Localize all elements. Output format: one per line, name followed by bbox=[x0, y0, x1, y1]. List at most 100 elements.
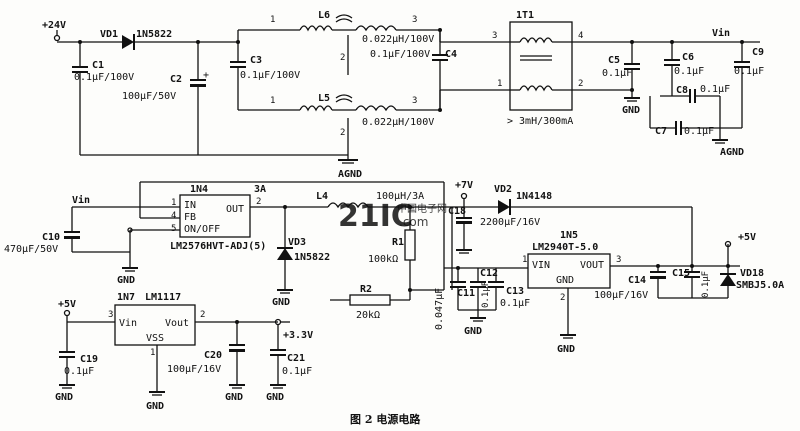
c15-ref: C15 bbox=[672, 268, 690, 279]
l6-pin1: 1 bbox=[270, 15, 275, 25]
c18-value: 2200μF/16V bbox=[480, 217, 540, 228]
lm2576-part: LM2576HVT-ADJ(5) bbox=[170, 241, 266, 252]
c12-value: 0.1μF bbox=[481, 281, 491, 308]
v5-terminal-left bbox=[63, 309, 71, 317]
lm2576-pin2: 2 bbox=[256, 197, 261, 207]
l4-value: 100μH/3A bbox=[376, 191, 424, 202]
vin-left-label: Vin bbox=[72, 194, 90, 206]
c7-value: 0.1μF bbox=[684, 126, 714, 137]
v7-label: +7V bbox=[455, 180, 473, 191]
lm2940-vin: VIN bbox=[532, 260, 550, 271]
lm2940-section: 1 C11 0.047μF C12 0.1μF C13 0.1μF GND 1N… bbox=[434, 207, 784, 355]
lm2576-fb: FB bbox=[184, 212, 196, 223]
c1-ref: C1 bbox=[92, 60, 104, 71]
lm2576-out: OUT bbox=[226, 204, 244, 215]
c19-ref: C19 bbox=[80, 354, 98, 365]
lm2576-pin4: 4 bbox=[171, 211, 176, 221]
c8-value: 0.1μF bbox=[700, 84, 730, 95]
vd2-part: 1N4148 bbox=[516, 191, 552, 202]
vd1-part: 1N5822 bbox=[136, 29, 172, 40]
lm2576-section: Vin C10 470μF/50V GND 1N4 IN OUT FB ON/O… bbox=[4, 180, 692, 321]
lm2940-vout: VOUT bbox=[580, 260, 604, 271]
lm2940-gnd: GND bbox=[556, 275, 574, 286]
l5-pin2: 2 bbox=[340, 128, 345, 138]
c3-value: 0.1μF/100V bbox=[240, 70, 300, 81]
l5-ref: L5 bbox=[318, 93, 330, 104]
gnd-vd3-label: GND bbox=[272, 297, 290, 308]
l6-pin3: 3 bbox=[412, 15, 417, 25]
l6-ref: L6 bbox=[318, 10, 330, 21]
lm1117-section: +5V 3 C19 0.1μF GND 1N7 LM1117 Vin Vout … bbox=[55, 292, 313, 412]
lm2940-pin1: 1 bbox=[522, 255, 527, 265]
c20-value: 100μF/16V bbox=[167, 364, 221, 375]
lm2576-pin5: 5 bbox=[171, 224, 176, 234]
watermark-sub: .com bbox=[399, 215, 428, 229]
agnd-mid-label: AGND bbox=[338, 169, 362, 180]
c2-value: 100μF/50V bbox=[122, 91, 176, 102]
lm2576-pin1: 1 bbox=[171, 198, 176, 208]
l4-inductor bbox=[327, 202, 369, 209]
vd1-diode bbox=[122, 34, 135, 50]
r1-ref: R1 bbox=[392, 237, 404, 248]
l6-value: 0.022μH/100V bbox=[362, 34, 434, 45]
c2-ref: C2 bbox=[170, 74, 182, 85]
r2-resistor bbox=[349, 294, 391, 306]
lm2940-box bbox=[527, 253, 611, 289]
gnd-lm2940-label: GND bbox=[557, 344, 575, 355]
c6-ref: C6 bbox=[682, 52, 694, 63]
input-filter-section: +24V VD1 1N5822 C1 0.1μF/100V + C2 100μF… bbox=[42, 10, 764, 180]
c8-ref: C8 bbox=[676, 85, 688, 96]
c1-value: 0.1μF/100V bbox=[74, 72, 134, 83]
c18-ref: C18 bbox=[448, 206, 466, 217]
agnd-right-label: AGND bbox=[720, 147, 744, 158]
lm1117-vout: Vout bbox=[165, 318, 189, 329]
lm1117-vin: Vin bbox=[119, 318, 137, 329]
c4-ref: C4 bbox=[445, 49, 457, 60]
lm1117-part: LM1117 bbox=[145, 292, 181, 303]
t1-pin1: 1 bbox=[497, 79, 502, 89]
l4-ref: L4 bbox=[316, 191, 328, 202]
c11-ref: C11 bbox=[457, 288, 475, 299]
lm1117-vss: VSS bbox=[146, 333, 164, 344]
t1-box bbox=[509, 21, 573, 111]
gnd-c11-label: GND bbox=[464, 326, 482, 337]
v7-terminal bbox=[460, 192, 468, 200]
r2-ref: R2 bbox=[360, 284, 372, 295]
vd1-ref: VD1 bbox=[100, 29, 118, 40]
l6-pin2: 2 bbox=[340, 53, 345, 63]
lm2576-ref: 1N4 bbox=[190, 184, 208, 195]
lm1117-pin2: 2 bbox=[200, 310, 205, 320]
c10-value: 470μF/50V bbox=[4, 244, 58, 255]
c6-value: 0.1μF bbox=[674, 66, 704, 77]
t1-pin3: 3 bbox=[492, 31, 497, 41]
lm1117-pin3: 3 bbox=[108, 310, 113, 320]
c13-value: 0.1μF bbox=[500, 298, 530, 309]
watermark: 21IC 中国电子网 .com bbox=[338, 199, 447, 234]
l5-inductor bbox=[299, 94, 397, 112]
c9-ref: C9 bbox=[752, 47, 764, 58]
t1-pin4: 4 bbox=[578, 31, 583, 41]
v33-label: +3.3V bbox=[283, 330, 313, 341]
t1-ref: 1T1 bbox=[516, 10, 534, 21]
vin-top-label: Vin bbox=[712, 27, 730, 39]
r1-value: 100kΩ bbox=[368, 254, 398, 265]
c14-ref: C14 bbox=[628, 275, 646, 286]
gnd-c21-label: GND bbox=[266, 392, 284, 403]
gnd-c5-label: GND bbox=[622, 105, 640, 116]
c10-ref: C10 bbox=[42, 232, 60, 243]
l5-pin3: 3 bbox=[412, 96, 417, 106]
lm2940-pin3: 3 bbox=[616, 255, 621, 265]
gnd-c20-label: GND bbox=[225, 392, 243, 403]
lm2576-3a: 3A bbox=[254, 184, 266, 195]
c21-ref: C21 bbox=[287, 353, 305, 364]
r1-resistor bbox=[404, 229, 416, 261]
figure-caption: 图 2 电源电路 bbox=[350, 412, 421, 426]
c21-value: 0.1μF bbox=[282, 366, 312, 377]
t1-pin2: 2 bbox=[578, 79, 583, 89]
c2-plus: + bbox=[203, 70, 209, 81]
l5-pin1: 1 bbox=[270, 96, 275, 106]
l6-inductor bbox=[299, 14, 397, 32]
t1-value: > 3mH/300mA bbox=[507, 116, 573, 127]
vd3-ref: VD3 bbox=[288, 237, 306, 248]
